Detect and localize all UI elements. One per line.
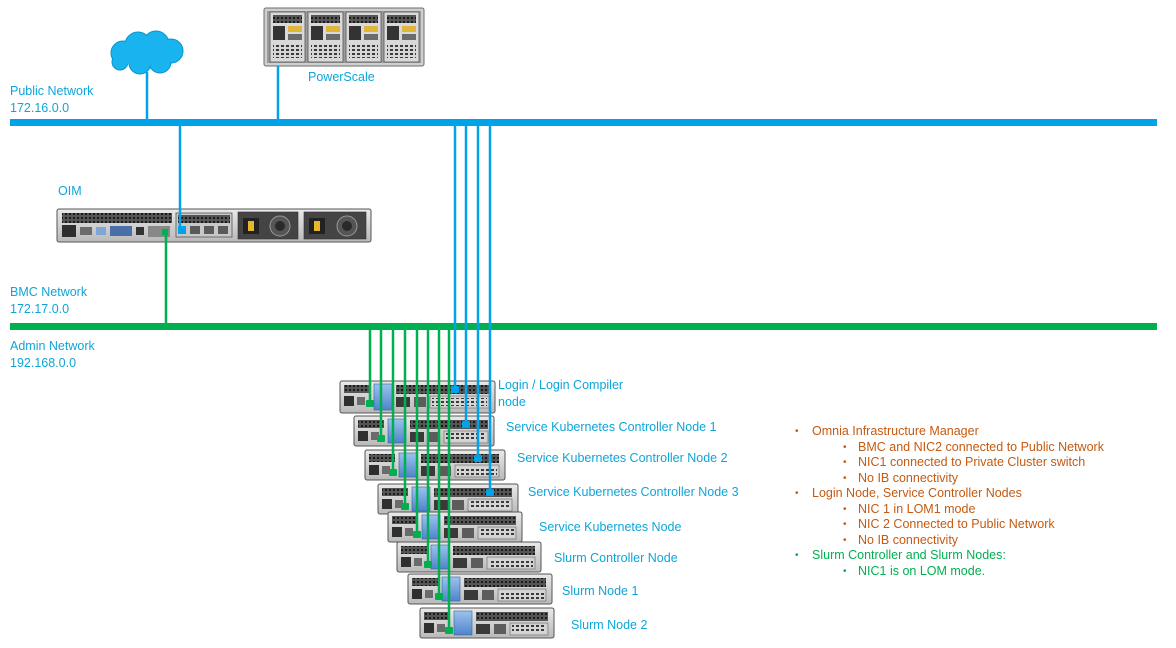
public-network-label: Public Network 172.16.0.0 [10,83,93,117]
note-item: • No IB connectivity [795,471,1104,487]
node-label-k8s-controller-3: Service Kubernetes Controller Node 3 [528,485,739,499]
rack-server-icon [396,541,542,573]
note-item-text: No IB connectivity [858,470,959,485]
rack-server-icon [407,573,553,605]
note-item: • NIC 2 Connected to Public Network [795,517,1104,533]
note-group-oim: • Omnia Infrastructure Manager [795,424,1104,440]
public-network-bar [10,119,1157,126]
admin-network-bar [10,323,1157,330]
note-item-text: NIC1 is on LOM mode. [858,563,986,578]
bmc-network-subnet: 172.17.0.0 [10,302,70,316]
note-item: • NIC 1 in LOM1 mode [795,502,1104,518]
cloud-icon [110,30,184,75]
rack-server-icon [364,449,506,481]
note-bullet: • [843,472,847,484]
note-bullet: • [795,488,799,499]
admin-port [445,627,453,634]
note-bullet: • [843,565,847,577]
note-group-title: Login Node, Service Controller Nodes [812,486,1022,500]
admin-port [366,400,374,407]
rack-server-icon [353,415,495,447]
node-label-k8s-controller-1: Service Kubernetes Controller Node 1 [506,420,717,434]
node-label-login: Login / Login Compiler node [498,377,623,411]
admin-network-label: Admin Network 192.168.0.0 [10,338,95,372]
node-links [366,126,494,634]
public-port [462,421,470,428]
note-item: • BMC and NIC2 connected to Public Netwo… [795,440,1104,456]
node-label-k8s-controller-2: Service Kubernetes Controller Node 2 [517,451,728,465]
public-port [486,489,494,496]
note-item-text: NIC1 connected to Private Cluster switch [858,455,1086,469]
node-label-slurm-controller: Slurm Controller Node [554,551,678,565]
note-item: • NIC1 is on LOM mode. [795,564,1104,580]
rack-server-icon [387,511,523,543]
server-stack [339,380,555,639]
note-bullet: • [795,550,799,561]
powerscale-label: PowerScale [308,70,375,84]
node-label-slurm-node-2: Slurm Node 2 [571,618,648,632]
node-label-slurm-node-1: Slurm Node 1 [562,584,639,598]
note-group-slurm: • Slurm Controller and Slurm Nodes: [795,548,1104,564]
bmc-network-name: BMC Network [10,285,88,299]
admin-port [377,435,385,442]
note-item: • NIC1 connected to Private Cluster swit… [795,455,1104,471]
public-port [474,455,482,462]
admin-port [413,531,421,538]
note-bullet: • [795,426,799,437]
admin-port [389,469,397,476]
note-item-text: NIC 1 in LOM1 mode [858,501,976,516]
admin-port [401,503,409,510]
note-item-text: BMC and NIC2 connected to Public Network [858,439,1104,454]
notes-list: • Omnia Infrastructure Manager • BMC and… [795,424,1104,579]
note-group-title: Slurm Controller and Slurm Nodes: [812,548,1006,562]
note-item: • No IB connectivity [795,533,1104,549]
admin-port [424,561,432,568]
note-bullet: • [843,441,847,453]
oim-label: OIM [58,184,82,198]
admin-network-subnet: 192.168.0.0 [10,356,77,370]
public-port [451,386,459,393]
note-item-text: No IB connectivity [858,532,959,547]
admin-network-name: Admin Network [10,339,95,353]
rack-server-icon [56,208,372,243]
note-bullet: • [843,534,847,546]
node-label-login-line1: Login / Login Compiler [498,378,624,392]
storage-array-icon [263,7,425,67]
note-bullet: • [843,457,847,468]
node-label-k8s-node: Service Kubernetes Node [539,520,682,534]
public-network-name: Public Network [10,84,94,98]
public-network-subnet: 172.16.0.0 [10,101,70,115]
rack-server-icon [419,607,555,639]
admin-port [435,593,443,600]
note-group-login: • Login Node, Service Controller Nodes [795,486,1104,502]
note-bullet: • [843,503,847,515]
bmc-network-label: BMC Network 172.17.0.0 [10,284,87,318]
note-bullet: • [843,519,847,530]
note-item-text: NIC 2 Connected to Public Network [858,517,1055,531]
note-group-title: Omnia Infrastructure Manager [812,424,979,438]
node-label-login-line2: node [498,395,526,409]
